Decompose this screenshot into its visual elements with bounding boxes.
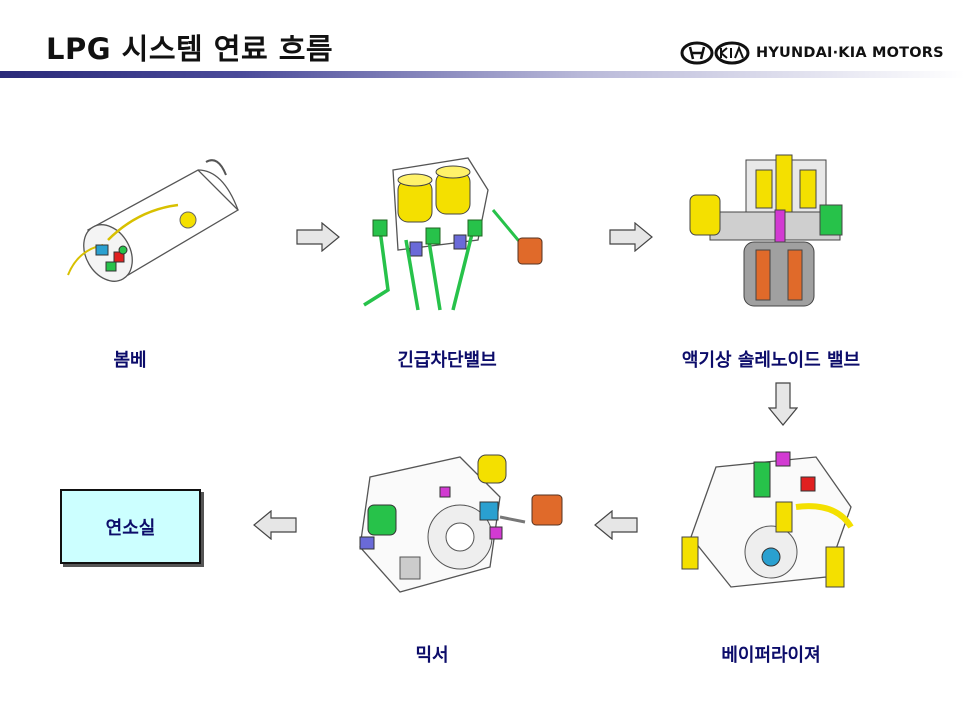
emergency-valve-illustration: [363, 157, 543, 311]
slide-header: LPG 시스템 연료 흐름 HYUNDAI·KIA MOTORS: [0, 0, 965, 80]
hyundai-kia-emblem-icon: [680, 41, 750, 65]
arrow-down-icon: [768, 382, 798, 426]
combustion-chamber-label: 연소실: [105, 517, 156, 539]
mixer-illustration: [359, 454, 563, 593]
caption-tank: 봄베: [113, 350, 147, 371]
vaporizer-illustration: [681, 451, 854, 588]
caption-solenoid-valve: 액기상 솔레노이드 밸브: [681, 350, 861, 371]
lpg-tank-illustration: [67, 159, 240, 282]
arrow-right-icon: [609, 222, 653, 252]
brand-logo: HYUNDAI·KIA MOTORS: [680, 38, 944, 68]
arrow-left-icon: [594, 510, 638, 540]
arrow-left-icon: [253, 510, 297, 540]
combustion-chamber-box: 연소실: [60, 489, 201, 564]
caption-mixer: 믹서: [415, 645, 449, 666]
page-title: LPG 시스템 연료 흐름: [46, 32, 334, 66]
brand-name: HYUNDAI·KIA MOTORS: [756, 45, 944, 61]
caption-vaporizer: 베이퍼라이져: [721, 645, 821, 666]
solenoid-valve-illustration: [689, 154, 843, 307]
arrow-right-icon: [296, 222, 340, 252]
header-gradient-bar: [0, 71, 965, 78]
caption-emergency-valve: 긴급차단밸브: [397, 350, 497, 371]
